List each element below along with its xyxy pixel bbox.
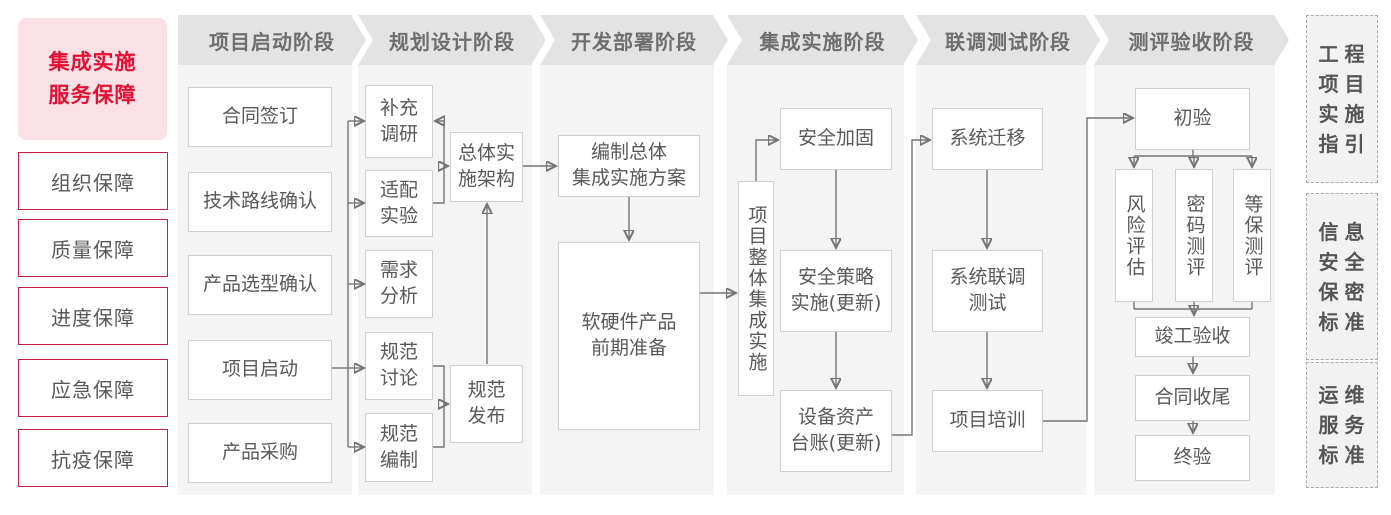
stage-header-dev-deployment: 开发部署阶段 (540, 15, 728, 65)
node-final-acceptance: 终验 (1135, 435, 1250, 481)
node-project-overall-integration: 项目整体集成实施 (738, 181, 774, 396)
node-overall-implementation-architecture: 总体实 施架构 (450, 132, 523, 202)
stage-header-joint-testing: 联调测试阶段 (916, 15, 1100, 65)
node-project-kickoff: 项目启动 (188, 340, 332, 400)
node-risk-assessment: 风险评估 (1115, 169, 1153, 302)
node-initial-acceptance: 初验 (1135, 88, 1250, 150)
node-spec-release: 规范 发布 (450, 365, 523, 443)
reference-infosec-confidentiality-standard: 信息 安全 保密 标准 (1306, 193, 1378, 360)
node-security-policy-implementation: 安全策略 实施(更新) (780, 250, 892, 332)
legend-item-epidemic: 抗疫保障 (18, 429, 168, 487)
node-system-migration: 系统迁移 (932, 108, 1043, 170)
stage-header-integration-implementation: 集成实施阶段 (727, 15, 918, 65)
node-asset-ledger-update: 设备资产 台账(更新) (780, 390, 892, 472)
node-contract-signing: 合同签订 (188, 87, 332, 147)
legend-item-quality: 质量保障 (18, 219, 168, 277)
node-project-training: 项目培训 (932, 390, 1043, 452)
node-overall-integration-plan: 编制总体 集成实施方案 (558, 135, 700, 197)
reference-om-service-standard: 运维 服务 标准 (1306, 362, 1378, 488)
node-supplementary-research: 补充 调研 (365, 85, 433, 158)
reference-engineering-project-guide: 工程 项目 实施 指引 (1306, 15, 1378, 183)
node-spec-drafting: 规范 编制 (365, 413, 433, 482)
node-completion-acceptance: 竣工验收 (1135, 317, 1250, 357)
node-contract-closure: 合同收尾 (1135, 375, 1250, 421)
node-system-joint-debugging-test: 系统联调 测试 (932, 250, 1043, 332)
legend-title: 集成实施 服务保障 (18, 18, 167, 140)
node-product-procurement: 产品采购 (188, 423, 332, 483)
stage-header-evaluation-acceptance: 测评验收阶段 (1094, 15, 1289, 65)
legend-item-emergency: 应急保障 (18, 359, 168, 417)
node-hw-sw-preparation: 软硬件产品 前期准备 (558, 242, 700, 430)
legend-item-organization: 组织保障 (18, 152, 168, 210)
node-product-selection-confirm: 产品选型确认 (188, 255, 332, 315)
stage-header-project-kickoff: 项目启动阶段 (178, 15, 366, 65)
node-spec-discussion: 规范 讨论 (365, 332, 433, 400)
stage-header-planning-design: 规划设计阶段 (358, 15, 546, 65)
node-requirement-analysis: 需求 分析 (365, 250, 433, 318)
legend-item-schedule: 进度保障 (18, 287, 168, 345)
node-tech-route-confirm: 技术路线确认 (188, 172, 332, 232)
node-crypto-evaluation: 密码测评 (1175, 169, 1213, 302)
node-classified-protection-evaluation: 等保测评 (1233, 169, 1271, 302)
node-security-hardening: 安全加固 (780, 108, 892, 170)
node-adaptation-experiment: 适配 实验 (365, 170, 433, 237)
